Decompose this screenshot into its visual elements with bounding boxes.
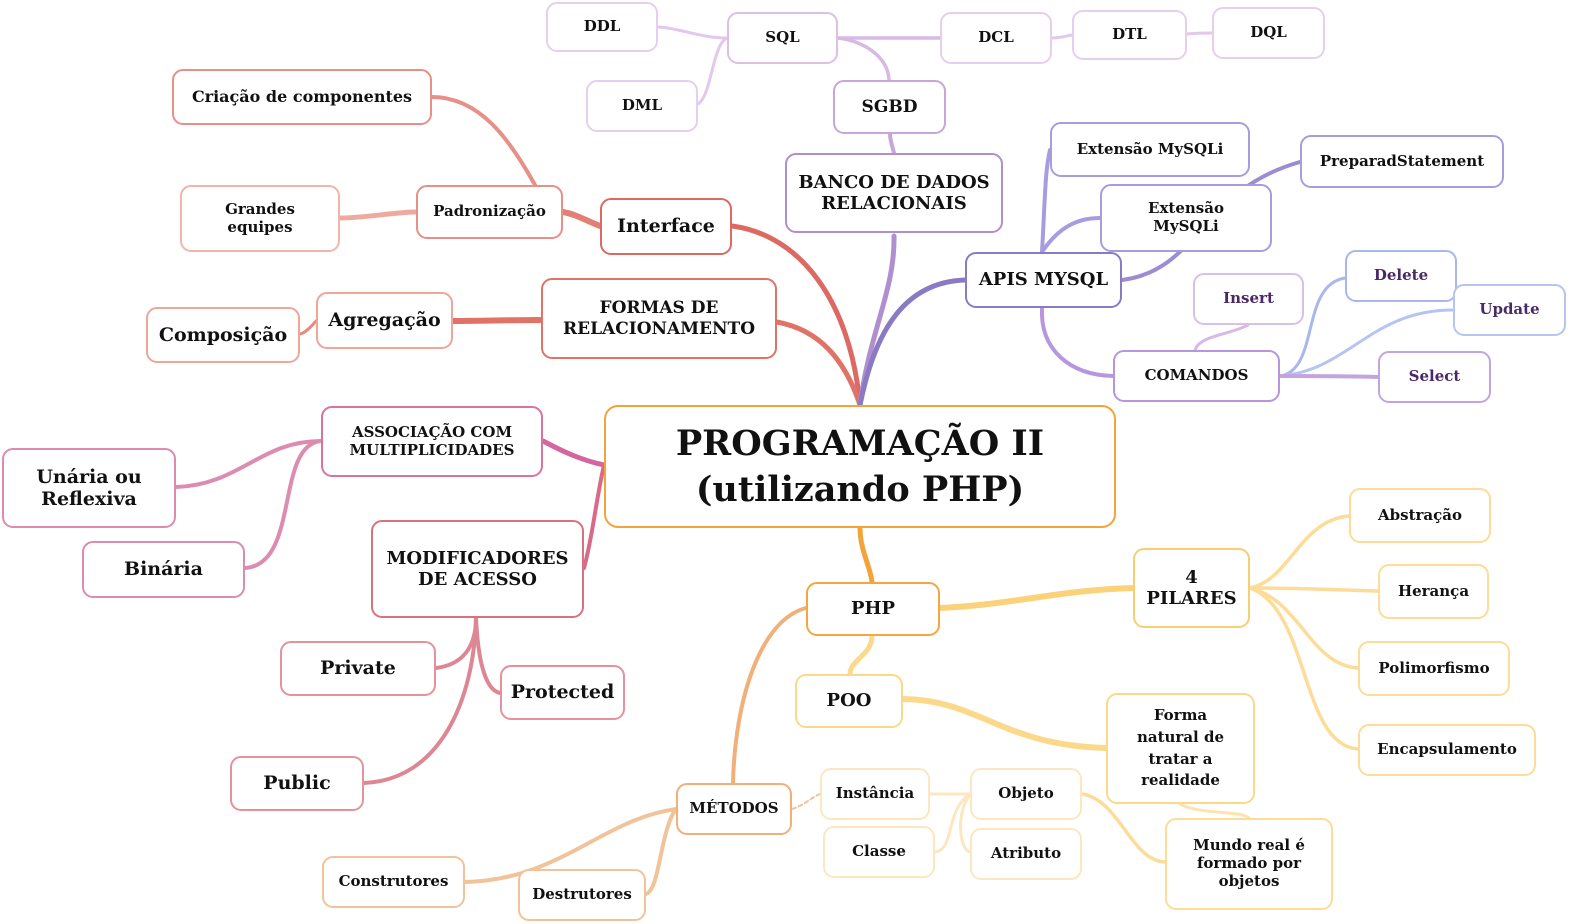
link-sql-ddl: [656, 25, 729, 40]
node-dql[interactable]: DQL: [1212, 7, 1325, 59]
node-preparadstatement[interactable]: PreparadStatement: [1300, 135, 1504, 188]
link-comandos-update: [1278, 308, 1455, 378]
link-sql-dml: [696, 36, 729, 106]
node-formas-de-relacionamento[interactable]: FORMAS DE RELACIONAMENTO: [541, 278, 777, 359]
node-interface[interactable]: Interface: [600, 198, 732, 255]
link-agregacao-composicao: [298, 319, 318, 336]
node-select[interactable]: Select: [1378, 351, 1491, 403]
node-metodos[interactable]: MÉTODOS: [676, 783, 792, 835]
link-banco-sgbd: [888, 132, 896, 155]
node-atributo[interactable]: Atributo: [970, 828, 1082, 880]
node-dtl[interactable]: DTL: [1072, 10, 1187, 60]
root-label: PROGRAMAÇÃO II (utilizando PHP): [675, 423, 1045, 510]
node-public[interactable]: Public: [230, 756, 364, 811]
link-metodos-instancia: [791, 793, 821, 810]
link-dtl-dql: [1185, 31, 1214, 36]
node-composicao[interactable]: Composição: [146, 307, 300, 363]
link-padronizacao-criacao: [430, 95, 537, 187]
node-forma-natural[interactable]: Forma natural de tratar a realidade: [1106, 693, 1255, 804]
link-apis-comandos: [1039, 306, 1115, 378]
link-comandos-select: [1278, 374, 1380, 379]
link-root-modificadores: [582, 463, 606, 570]
link-objeto-classe: [933, 792, 972, 854]
node-padronizacao[interactable]: Padronização: [416, 185, 563, 239]
node-grandes-equipes[interactable]: Grandes equipes: [180, 185, 340, 252]
node-encapsulamento[interactable]: Encapsulamento: [1358, 724, 1536, 776]
node-private[interactable]: Private: [280, 641, 436, 696]
node-unaria-ou-reflexiva[interactable]: Unária ou Reflexiva: [2, 448, 176, 528]
link-apis-ext2: [1040, 216, 1102, 254]
node-sgbd[interactable]: SGBD: [833, 80, 946, 134]
node-sql[interactable]: SQL: [727, 12, 838, 64]
link-apis-ext1: [1040, 148, 1052, 254]
link-objeto-mundo: [1080, 792, 1167, 864]
node-poo[interactable]: POO: [795, 674, 903, 728]
link-associacao-unaria: [174, 439, 323, 489]
link-objeto-atributo: [959, 792, 972, 854]
link-root-associacao: [540, 438, 607, 468]
link-root-apis: [857, 277, 968, 408]
link-associacao-binaria: [243, 439, 323, 570]
link-mod-public: [362, 616, 478, 785]
node-mundo-real[interactable]: Mundo real é formado por objetos: [1165, 818, 1333, 910]
node-criacao-de-componentes[interactable]: Criação de componentes: [172, 69, 432, 125]
link-formas-agregacao: [450, 317, 544, 324]
node-dml[interactable]: DML: [586, 80, 698, 132]
node-comandos[interactable]: COMANDOS: [1113, 350, 1280, 402]
node-destrutores[interactable]: Destrutores: [518, 869, 646, 921]
node-insert[interactable]: Insert: [1193, 273, 1304, 325]
link-poo-forma: [900, 696, 1109, 751]
node-heranca[interactable]: Herança: [1378, 564, 1489, 619]
link-pilares-encapsulamento: [1248, 586, 1360, 751]
link-php-poo: [847, 633, 875, 677]
node-binaria[interactable]: Binária: [82, 541, 245, 598]
root-node[interactable]: PROGRAMAÇÃO II (utilizando PHP): [604, 405, 1116, 528]
link-dcl-dtl: [1050, 33, 1074, 40]
node-protected[interactable]: Protected: [500, 665, 625, 720]
node-extensao-mysqli-1[interactable]: Extensão MySQLi: [1050, 122, 1250, 177]
link-interface-padronizacao: [560, 209, 603, 229]
link-metodos-destrutores: [644, 807, 678, 896]
node-agregacao[interactable]: Agregação: [316, 292, 453, 349]
link-pilares-abstracao: [1248, 514, 1351, 590]
node-associacao-com-multiplicidades[interactable]: ASSOCIAÇÃO COM MULTIPLICIDADES: [321, 406, 543, 477]
node-extensao-mysqli-2[interactable]: Extensão MySQLi: [1100, 184, 1272, 252]
node-polimorfismo[interactable]: Polimorfismo: [1358, 641, 1510, 696]
link-mod-private: [434, 616, 478, 670]
link-mod-protected: [474, 616, 502, 695]
link-root-formas: [774, 319, 863, 408]
node-dcl[interactable]: DCL: [940, 12, 1052, 64]
link-php-metodos: [731, 606, 808, 785]
link-php-pilares: [937, 585, 1136, 611]
node-abstracao[interactable]: Abstração: [1349, 488, 1491, 543]
link-padronizacao-grandes: [337, 209, 419, 221]
node-ddl[interactable]: DDL: [546, 2, 658, 52]
link-forma-mundo: [1178, 802, 1251, 820]
node-objeto[interactable]: Objeto: [970, 768, 1082, 820]
node-classe[interactable]: Classe: [823, 826, 935, 878]
link-pilares-polimorfismo: [1248, 586, 1360, 670]
link-pilares-heranca: [1248, 586, 1380, 593]
node-delete[interactable]: Delete: [1345, 250, 1457, 302]
node-construtores[interactable]: Construtores: [322, 856, 465, 908]
link-sgbd-sql: [836, 36, 891, 82]
node-modificadores-de-acesso[interactable]: MODIFICADORES DE ACESSO: [371, 520, 584, 618]
node-instancia[interactable]: Instância: [820, 768, 930, 820]
link-comandos-delete: [1278, 276, 1347, 378]
link-root-php: [857, 525, 875, 585]
node-update[interactable]: Update: [1453, 284, 1566, 336]
node-banco-de-dados[interactable]: BANCO DE DADOS RELACIONAIS: [785, 153, 1003, 233]
link-root-interface: [729, 223, 863, 408]
link-comandos-insert: [1193, 323, 1250, 352]
node-php[interactable]: PHP: [806, 582, 940, 636]
node-4-pilares[interactable]: 4 PILARES: [1133, 548, 1250, 628]
node-apis-mysql[interactable]: APIS MYSQL: [965, 252, 1122, 308]
link-metodos-construtores: [463, 807, 678, 884]
